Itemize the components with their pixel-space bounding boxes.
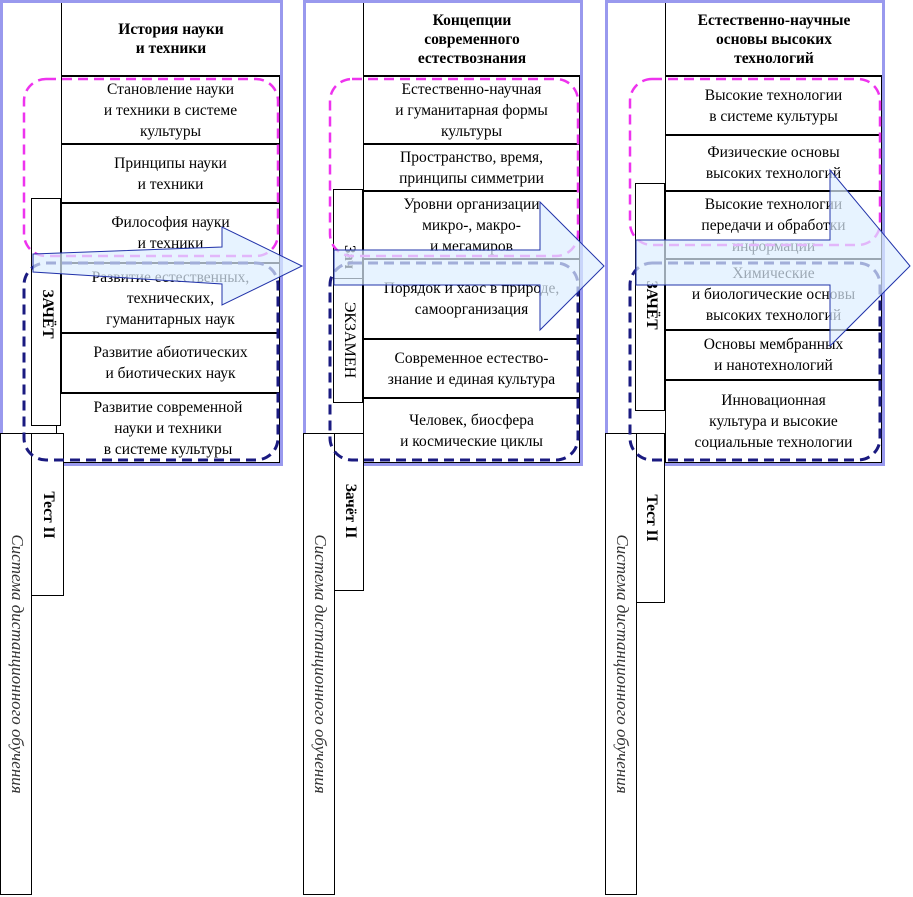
- topic-cell: Порядок и хаос в природе, самоорганизаци…: [363, 259, 580, 339]
- topic-cell: Развитие абиотических и биотических наук: [61, 333, 280, 393]
- topic-cell: Естественно-научная и гуманитарная формы…: [363, 76, 580, 144]
- topic-cell: Физические основы высоких технологий: [665, 135, 882, 191]
- zachet-label: ЗАЧЁТ: [643, 280, 660, 330]
- lms-label: Система дистанционного обучения: [311, 534, 330, 794]
- test-box: Зачёт II: [334, 433, 364, 591]
- test-label: Тест II: [40, 491, 57, 539]
- lms-label: Система дистанционного обучения: [613, 534, 632, 794]
- zachet-label: ЗАЧЁТ: [39, 289, 56, 339]
- test-label: Зачёт II: [342, 483, 359, 539]
- test-box: Тест II: [635, 433, 665, 603]
- topic-cell: Высокие технологии передачи и обработки …: [665, 191, 882, 259]
- lms-box: Система дистанционного обучения: [605, 433, 637, 895]
- zachet-box: ЗАЧЁТ: [635, 183, 665, 411]
- topic-cell: Инновационная культура и высокие социаль…: [665, 380, 882, 463]
- exam-label: ЭКЗАМЕН: [341, 301, 358, 379]
- topic-cell: Философия науки и техники: [61, 203, 280, 263]
- topic-cell: Человек, биосфера и космические циклы: [363, 398, 580, 463]
- topic-cell: Уровни организации микро-, макро- и мега…: [363, 191, 580, 259]
- zachet-partial-box: Зач: [333, 189, 363, 289]
- exam-box: ЭКЗАМЕН: [333, 278, 363, 403]
- lms-label: Система дистанционного обучения: [8, 534, 27, 794]
- lms-box: Система дистанционного обучения: [0, 433, 32, 895]
- topic-cell: Принципы науки и техники: [61, 144, 280, 203]
- topic-cell: Становление науки и техники в системе ку…: [61, 76, 280, 144]
- topic-cell: Высокие технологии в системе культуры: [665, 76, 882, 135]
- topic-cell: Развитие современной науки и техники в с…: [56, 393, 280, 463]
- topic-cell: Пространство, время, принципы симметрии: [363, 144, 580, 191]
- topic-cell: Химические и биологические основы высоки…: [665, 259, 882, 330]
- lms-box: Система дистанционного обучения: [303, 433, 335, 895]
- test-box: Тест II: [31, 433, 64, 596]
- course-title-history: История науки и техники: [61, 3, 280, 76]
- course-title-hightech: Естественно-научные основы высоких техно…: [665, 3, 882, 76]
- test-label: Тест II: [643, 494, 660, 542]
- topic-cell: Развитие естественных, технических, гума…: [61, 263, 280, 333]
- topic-cell: Современное естество- знание и единая ку…: [363, 339, 580, 398]
- topic-cell: Основы мембранных и нанотехнологий: [665, 330, 882, 380]
- course-title-concepts: Концепции современного естествознания: [363, 3, 580, 76]
- zachet-box: ЗАЧЁТ: [31, 198, 61, 426]
